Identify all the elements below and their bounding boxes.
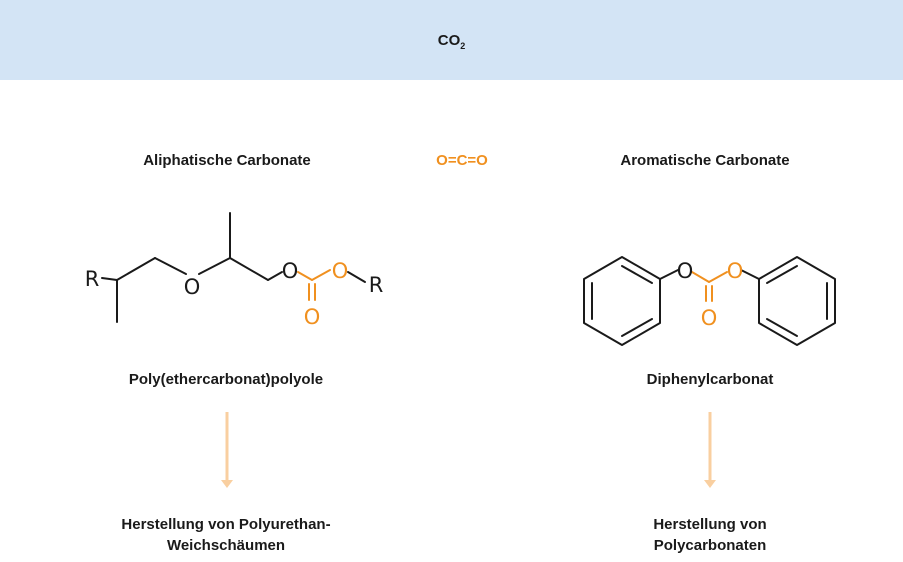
arrow-down-right [704, 412, 716, 488]
atom-r2: R [369, 273, 384, 297]
product-aromatic: Diphenylcarbonat [646, 371, 774, 388]
co2-formula: O=C=O [436, 152, 488, 169]
atom-o-ester-2: O [332, 259, 349, 283]
application-aliphatic: Herstellung von Polyurethan-Weichschäume… [121, 516, 331, 554]
heading-aliphatic: Aliphatische Carbonate [143, 152, 311, 169]
banner-subscript: 2 [460, 40, 466, 51]
atom-o-ester-1: O [282, 259, 299, 283]
atom-r1: R [85, 267, 100, 291]
co2-banner: CO2 [0, 0, 903, 80]
atom-o-carbonyl-right: O [701, 306, 718, 330]
atom-o-carbonyl: O [304, 305, 321, 329]
atom-o-right: O [727, 259, 744, 283]
atom-o-left: O [677, 259, 694, 283]
heading-aromatic: Aromatische Carbonate [620, 152, 790, 169]
application-aromatic: Herstellung von Polycarbonaten [653, 516, 767, 554]
banner-title: CO2 [437, 31, 466, 51]
atom-o-ether: O [184, 275, 201, 299]
arrow-down-left [221, 412, 233, 488]
product-aliphatic: Poly(ethercarbonat)polyole [128, 371, 324, 388]
